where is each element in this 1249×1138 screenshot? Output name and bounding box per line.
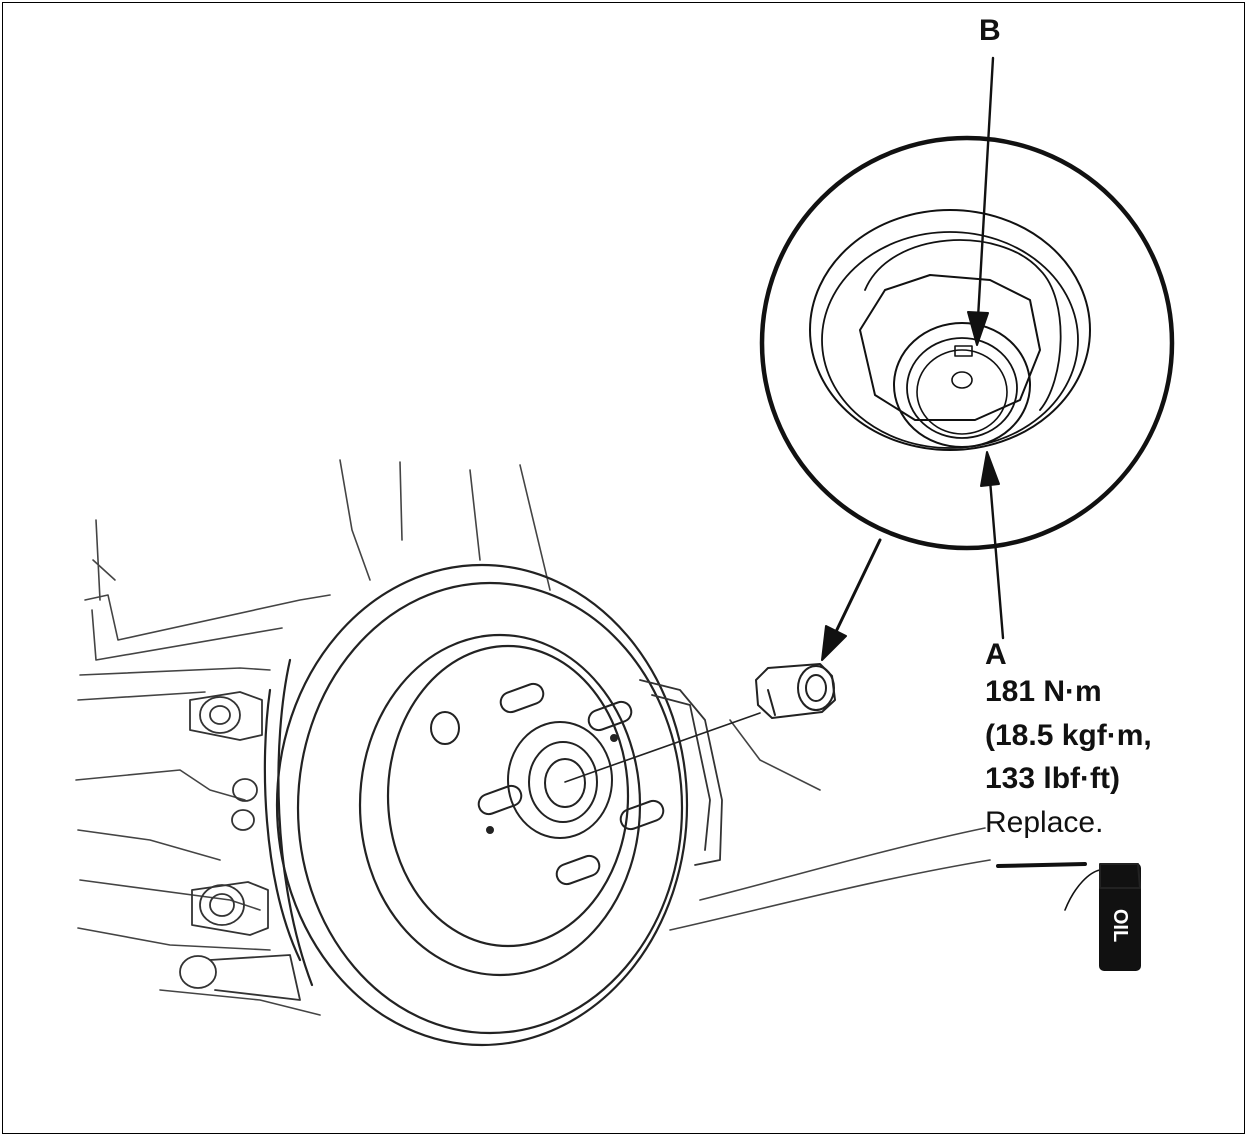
callout-a-label: A	[985, 638, 1007, 671]
torque-kgfm: (18.5 kgf·m,	[985, 719, 1152, 752]
spindle-nut	[755, 663, 836, 719]
brake-caliper	[639, 679, 723, 866]
detail-circle	[759, 135, 1175, 551]
torque-nm: 181 N·m	[985, 675, 1102, 708]
brake-disc	[263, 563, 689, 1047]
suspension-knuckle	[75, 459, 991, 1016]
install-line	[564, 712, 761, 783]
oil-symbol-text: OIL	[1109, 908, 1132, 942]
knuckle-bolts	[179, 691, 301, 1001]
callout-b-label: B	[979, 14, 1001, 47]
callout-b-arrow	[967, 56, 995, 346]
replace-note: Replace.	[985, 806, 1104, 839]
oil-symbol-icon	[996, 862, 1141, 971]
callout-a-arrow	[980, 451, 1005, 640]
wheel-hub	[430, 682, 665, 886]
torque-lbfft: 133 lbf·ft)	[985, 762, 1120, 795]
detail-pointer-arrow	[821, 538, 882, 661]
